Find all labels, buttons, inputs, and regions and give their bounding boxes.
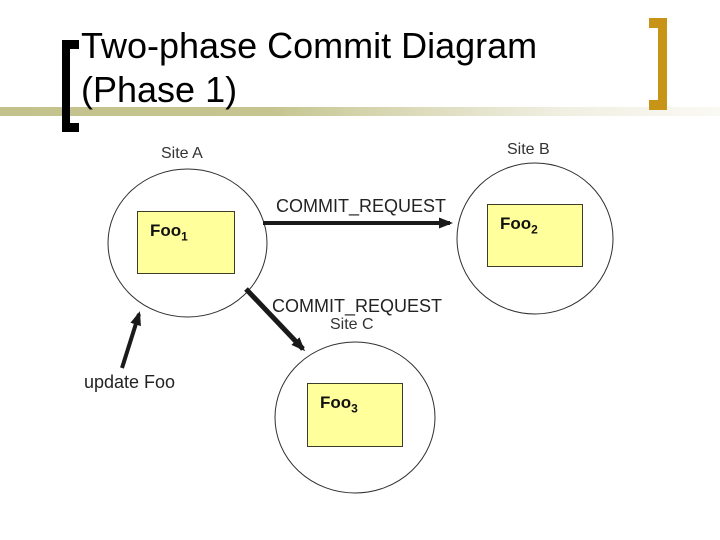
foo2-label: Foo: [500, 214, 532, 233]
commit-request-label-a-to-c: COMMIT_REQUEST: [272, 296, 443, 316]
commit-request-label-a-to-b: COMMIT_REQUEST: [276, 196, 447, 216]
update-foo-arrow-to-site-a: [120, 311, 141, 369]
foo3-data-box: Foo3: [307, 383, 403, 447]
slide-title: Two-phase Commit Diagram (Phase 1): [81, 24, 661, 112]
foo2-subscript: 2: [531, 222, 538, 237]
foo2-data-box: Foo2: [487, 204, 583, 267]
foo1-label: Foo: [150, 221, 182, 240]
title-left-bracket-decoration: [62, 40, 79, 132]
title-underline-band: [0, 107, 720, 116]
slide-title-line1: Two-phase Commit Diagram: [81, 25, 538, 66]
foo3-label: Foo: [320, 393, 352, 412]
title-right-bracket-decoration: [649, 18, 667, 110]
commit-request-arrow-a-to-c: [244, 287, 306, 352]
foo1-subscript: 1: [181, 229, 188, 244]
foo1-data-box: Foo1: [137, 211, 235, 274]
foo3-subscript: 3: [351, 401, 358, 416]
update-foo-label: update Foo: [84, 372, 176, 392]
site-a-label: Site A: [161, 145, 203, 162]
slide-title-line2: (Phase 1): [81, 69, 238, 110]
site-c-label: Site C: [330, 316, 374, 333]
site-b-label: Site B: [507, 141, 550, 158]
